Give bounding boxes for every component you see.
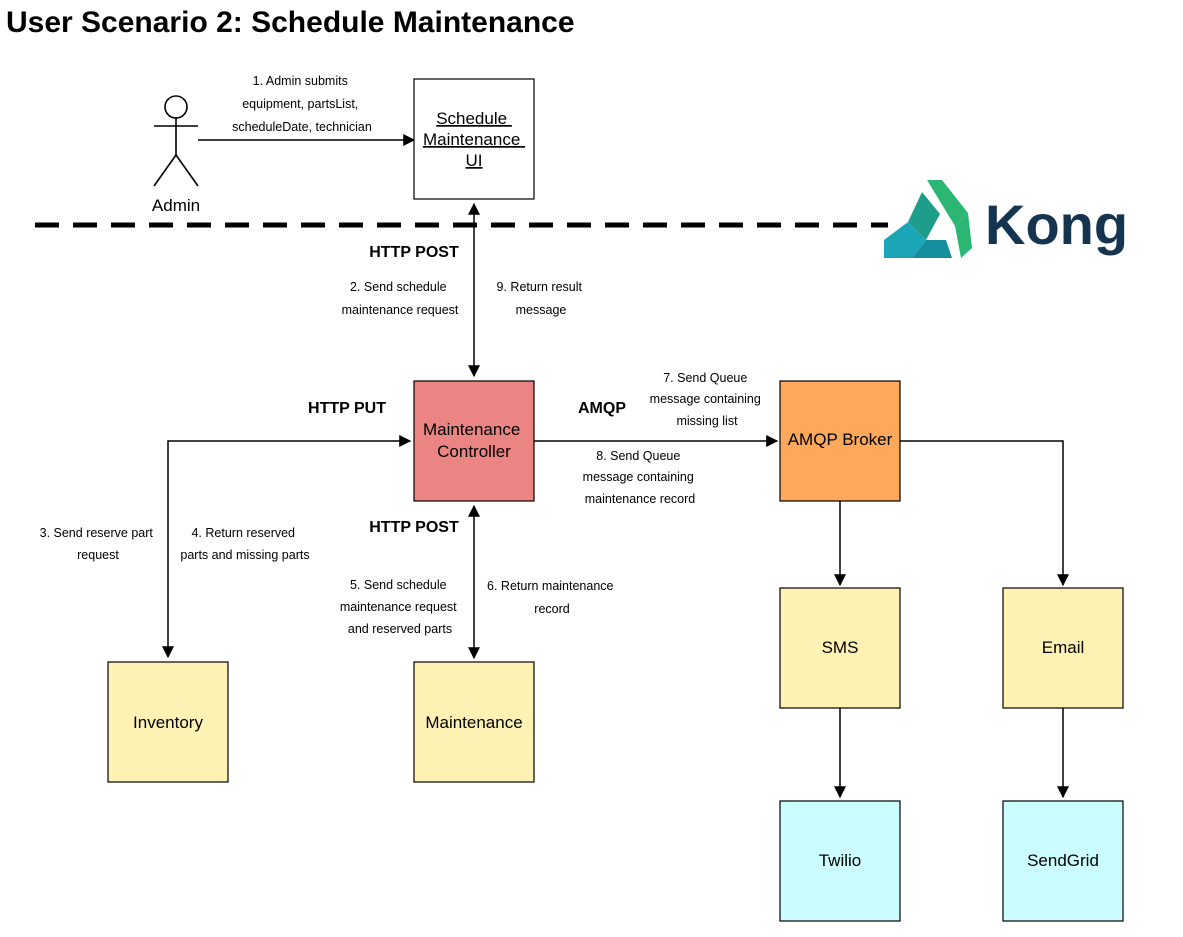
step-8-label: 8. Send Queue message containing mainten… bbox=[583, 449, 698, 506]
sms-label: SMS bbox=[822, 638, 859, 657]
schedule-maintenance-ui-label: Schedule Maintenance UI bbox=[423, 109, 525, 170]
step-4-label: 4. Return reserved parts and missing par… bbox=[180, 526, 309, 562]
step-6-label: 6. Return maintenance record bbox=[487, 579, 617, 616]
maintenance-controller-box bbox=[413, 380, 535, 502]
sms-box bbox=[779, 587, 901, 709]
admin-actor-icon bbox=[153, 95, 199, 187]
inventory-label: Inventory bbox=[133, 713, 203, 732]
maintenance-service-box bbox=[413, 661, 535, 783]
sendgrid-box bbox=[1002, 800, 1124, 922]
amqp-label: AMQP bbox=[578, 400, 626, 417]
email-label: Email bbox=[1042, 638, 1085, 657]
broker-email-arrow bbox=[900, 440, 1069, 587]
maintenance-service-label: Maintenance bbox=[425, 713, 522, 732]
twilio-label: Twilio bbox=[819, 851, 862, 870]
schedule-maintenance-ui-box bbox=[413, 78, 535, 200]
step-3-label: 3. Send reserve part request bbox=[40, 526, 157, 562]
controller-inventory-arrow bbox=[162, 435, 412, 659]
http-post-top-label: HTTP POST bbox=[369, 244, 459, 261]
diagram-title: User Scenario 2: Schedule Maintenance bbox=[6, 6, 575, 39]
step-9-label: 9. Return result message bbox=[497, 280, 586, 317]
kong-logo-icon: Kong bbox=[884, 180, 1128, 258]
step-2-label: 2. Send schedule maintenance request bbox=[342, 280, 459, 317]
twilio-box bbox=[779, 800, 901, 922]
http-post-bottom-label: HTTP POST bbox=[369, 519, 459, 536]
email-box bbox=[1002, 587, 1124, 709]
amqp-broker-label: AMQP Broker bbox=[788, 430, 893, 449]
admin-label: Admin bbox=[152, 196, 200, 215]
http-put-label: HTTP PUT bbox=[308, 400, 386, 417]
step-1-label: 1. Admin submits equipment, partsList, s… bbox=[232, 74, 372, 134]
step-5-label: 5. Send schedule maintenance request and… bbox=[340, 578, 460, 636]
kong-logo-text: Kong bbox=[985, 193, 1128, 256]
step-7-label: 7. Send Queue message containing missing… bbox=[650, 371, 765, 428]
sendgrid-label: SendGrid bbox=[1027, 851, 1099, 870]
inventory-box bbox=[107, 661, 229, 783]
maintenance-controller-label: Maintenance Controller bbox=[423, 420, 525, 461]
